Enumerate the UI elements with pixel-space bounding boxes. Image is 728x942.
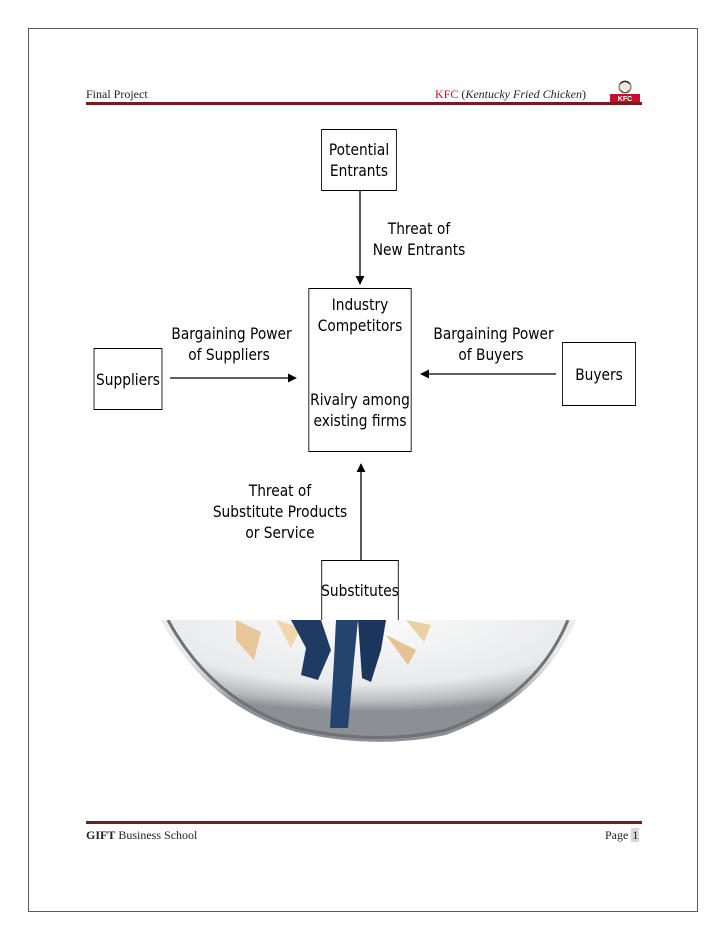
footer-page-label: Page (605, 828, 631, 842)
footer-rule (86, 821, 642, 824)
footer-page-number: 1 (631, 828, 639, 842)
substitutes-box: Substitutes (321, 560, 398, 620)
bargaining-buyers-line2: of Buyers (433, 344, 548, 365)
industry-competitors-box: Industry Competitors Rivalry among exist… (308, 288, 411, 452)
threat-new-entrants-line1: Threat of (368, 218, 469, 239)
industry-line1: Industry (309, 294, 410, 315)
footer-school-bold: GIFT (86, 828, 115, 842)
buyers-label: Buyers (575, 364, 623, 385)
threat-substitutes-line3: or Service (211, 522, 349, 543)
footer-page: Page 1 (605, 828, 639, 843)
industry-line2: Competitors (309, 315, 410, 336)
footer-school-rest: Business School (115, 828, 197, 842)
threat-substitutes-label: Threat of Substitute Products or Service (211, 480, 349, 543)
threat-new-entrants-line2: New Entrants (368, 239, 469, 260)
suppliers-label: Suppliers (96, 369, 160, 390)
bargaining-suppliers-label: Bargaining Power of Suppliers (171, 323, 286, 365)
threat-substitutes-line1: Threat of (211, 480, 349, 501)
threat-substitutes-line2: Substitute Products (211, 501, 349, 522)
rivalry-line2: existing firms (309, 410, 410, 431)
bargaining-buyers-line1: Bargaining Power (433, 323, 548, 344)
substitutes-label: Substitutes (321, 580, 399, 601)
potential-entrants-line1: Potential (329, 139, 389, 160)
footer-school: GIFT Business School (86, 828, 197, 843)
suppliers-box: Suppliers (94, 348, 163, 410)
threat-new-entrants-label: Threat of New Entrants (368, 218, 469, 260)
rivalry-line1: Rivalry among (309, 389, 410, 410)
bargaining-suppliers-line2: of Suppliers (171, 344, 286, 365)
bargaining-buyers-label: Bargaining Power of Buyers (433, 323, 548, 365)
bargaining-suppliers-line1: Bargaining Power (171, 323, 286, 344)
potential-entrants-box: Potential Entrants (321, 129, 397, 191)
potential-entrants-line2: Entrants (329, 160, 389, 181)
buyers-box: Buyers (562, 342, 636, 406)
